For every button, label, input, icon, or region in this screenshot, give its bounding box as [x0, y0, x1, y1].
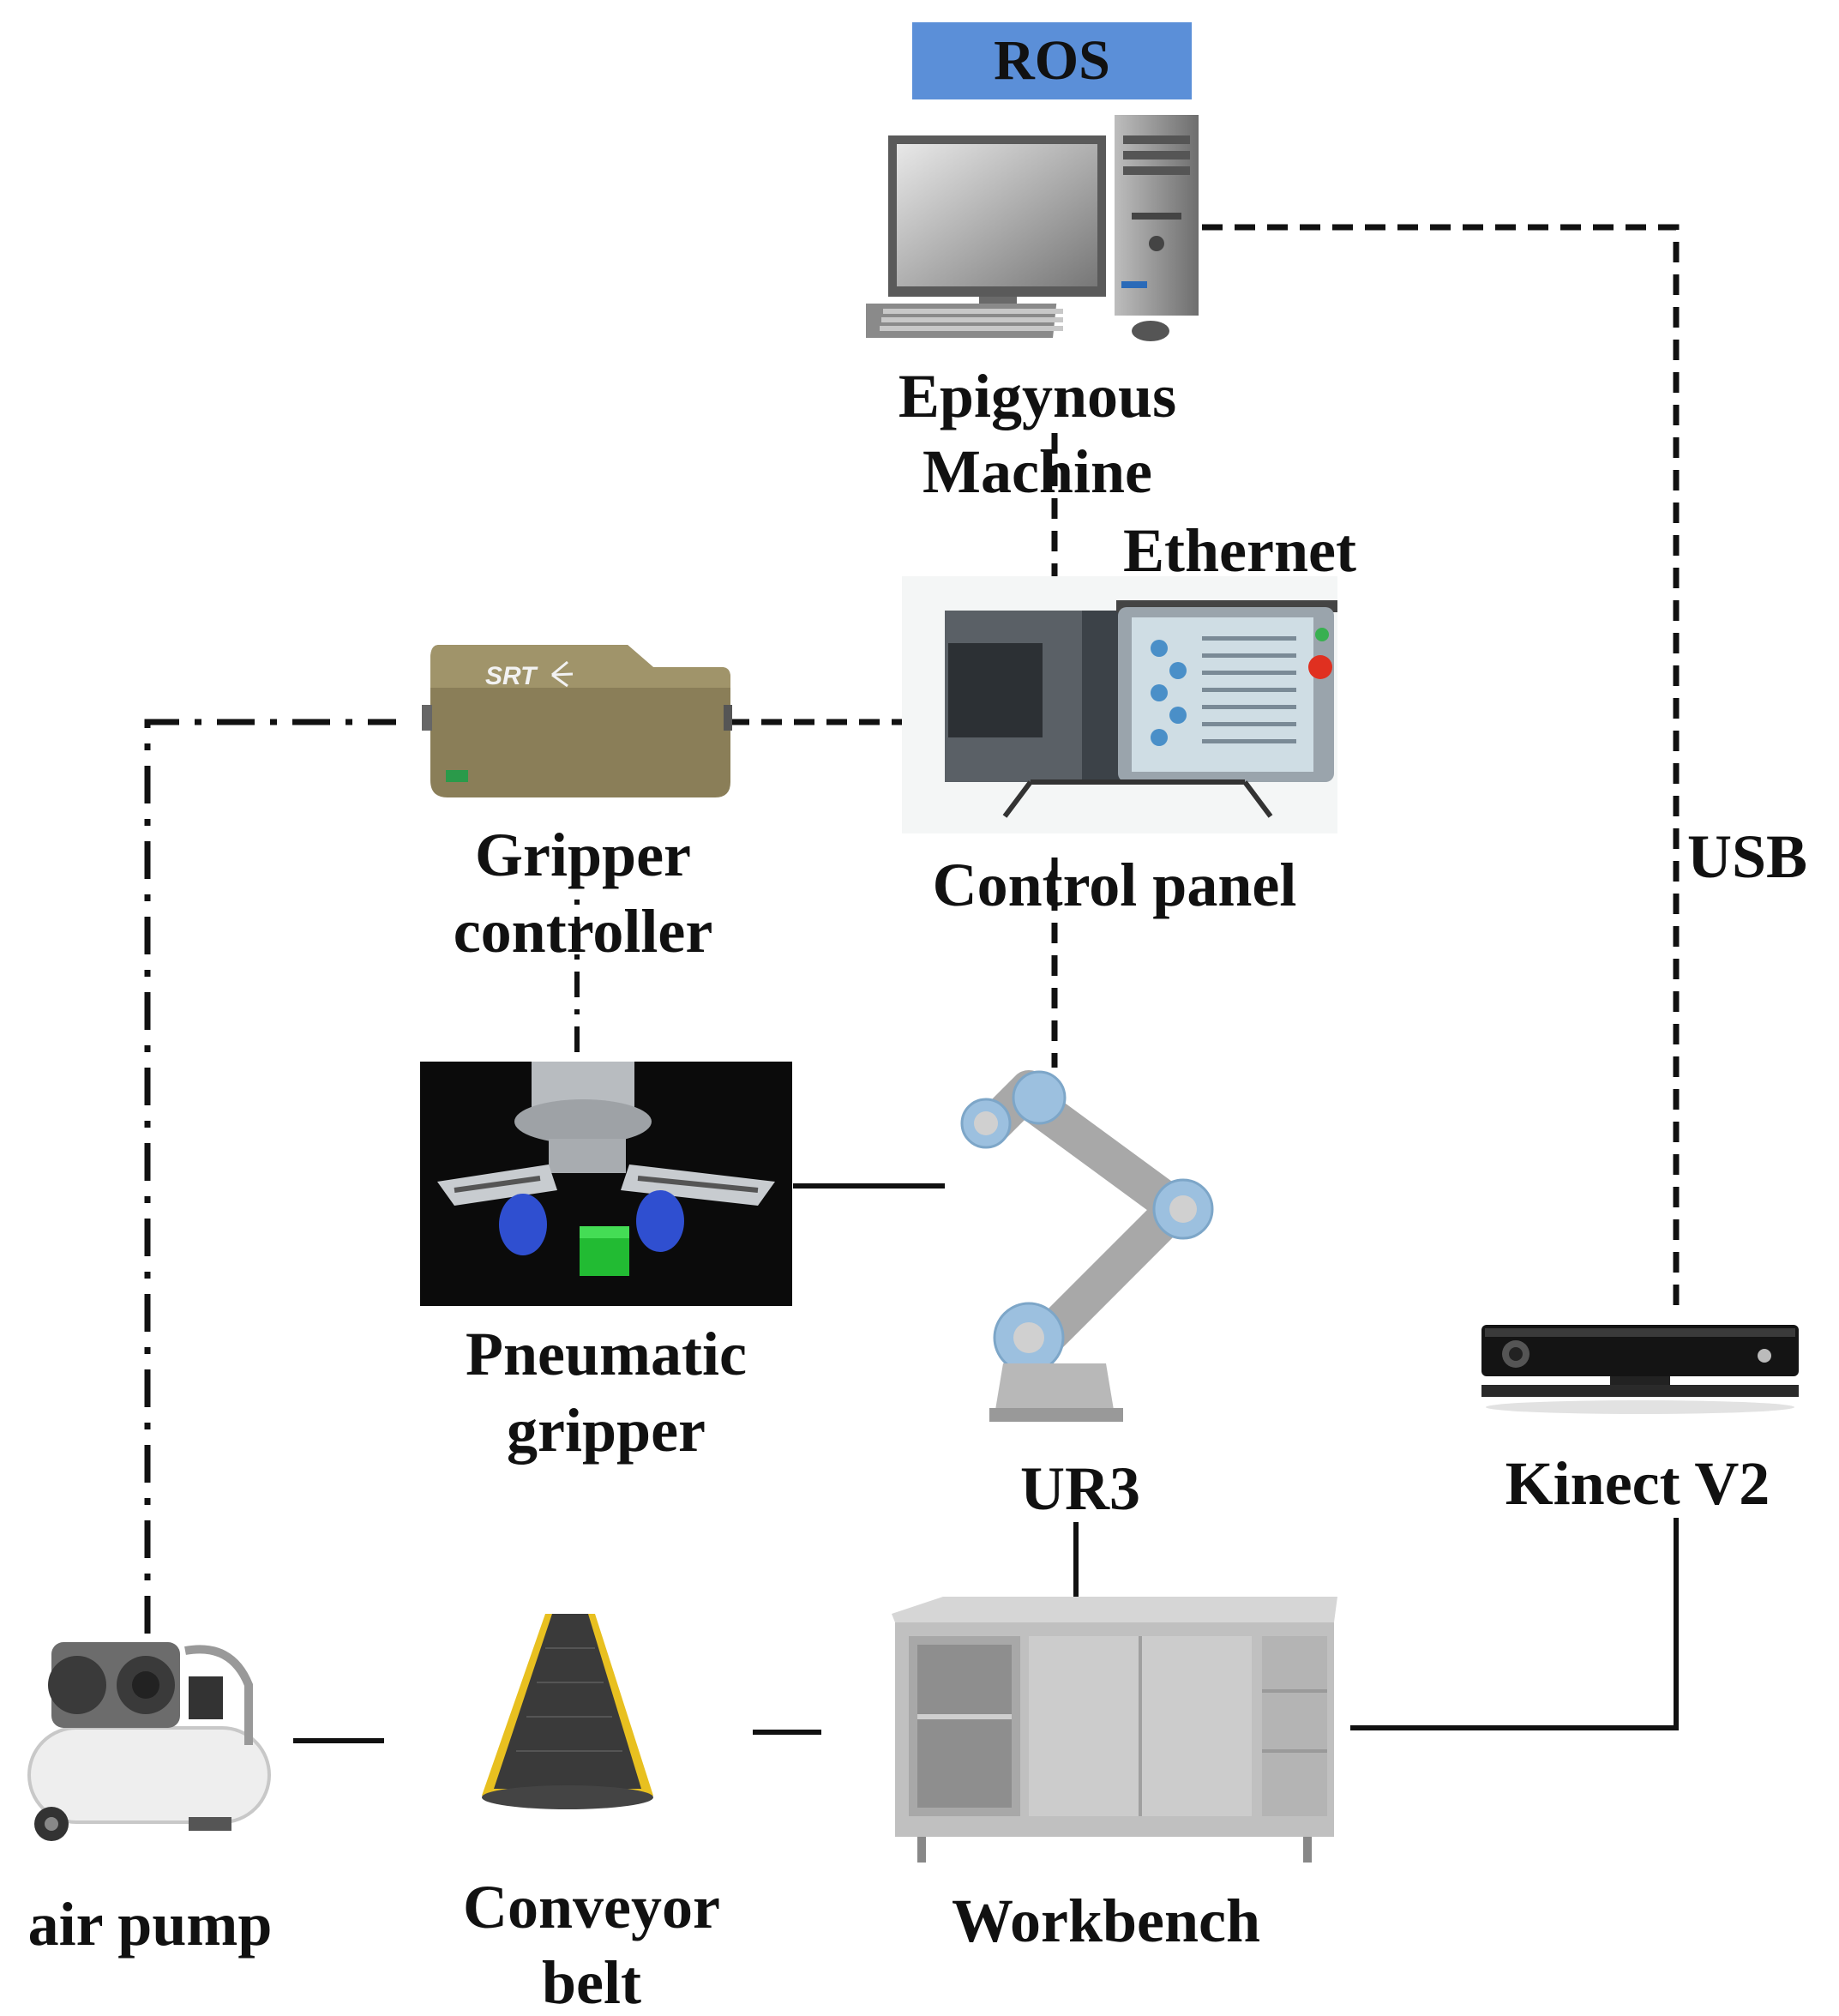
- desktop-computer-icon: [866, 110, 1209, 350]
- air-pump-to-controller-line: [144, 719, 396, 1634]
- control-panel-label: Control panel: [932, 851, 1297, 919]
- pneumatic-gripper-photo: [420, 1062, 792, 1306]
- epigynous-machine-label-line2: Machine: [923, 437, 1152, 506]
- gripper-controller-label-line2: controller: [453, 897, 713, 966]
- gripper-controller-icon: SRT: [422, 636, 739, 808]
- air-pump-icon: [17, 1625, 291, 1848]
- workbench-icon: [892, 1597, 1346, 1871]
- kinect-sensor-icon: [1481, 1325, 1799, 1419]
- kinect-label: Kinect V2: [1505, 1449, 1770, 1518]
- conveyor-belt-label-line2: belt: [542, 1948, 641, 2016]
- pneumatic-gripper-label-line1: Pneumatic: [466, 1320, 747, 1388]
- ur3-label: UR3: [1020, 1454, 1140, 1523]
- epigynous-machine-label-line1: Epigynous: [898, 362, 1177, 430]
- usb-label: USB: [1687, 822, 1808, 891]
- ros-badge: ROS: [912, 22, 1192, 99]
- gripper-controller-label-line1: Gripper: [475, 821, 691, 889]
- conveyor-belt-label-line1: Conveyor: [463, 1873, 720, 1941]
- workbench-label: Workbench: [951, 1887, 1261, 1955]
- ethernet-label: Ethernet: [1123, 516, 1356, 585]
- conveyor-belt-icon: [470, 1605, 667, 1845]
- kinect-to-workbench-line: [1350, 1518, 1679, 1730]
- usb-link-line: [1202, 224, 1680, 1316]
- ur3-robot-arm-icon: [943, 1055, 1235, 1432]
- srt-logo-text: SRT: [485, 662, 538, 690]
- air-pump-label: air pump: [27, 1890, 273, 1959]
- pneumatic-gripper-label-line2: gripper: [507, 1396, 706, 1465]
- control-panel-icon: [902, 576, 1337, 833]
- ros-label: ROS: [994, 29, 1110, 92]
